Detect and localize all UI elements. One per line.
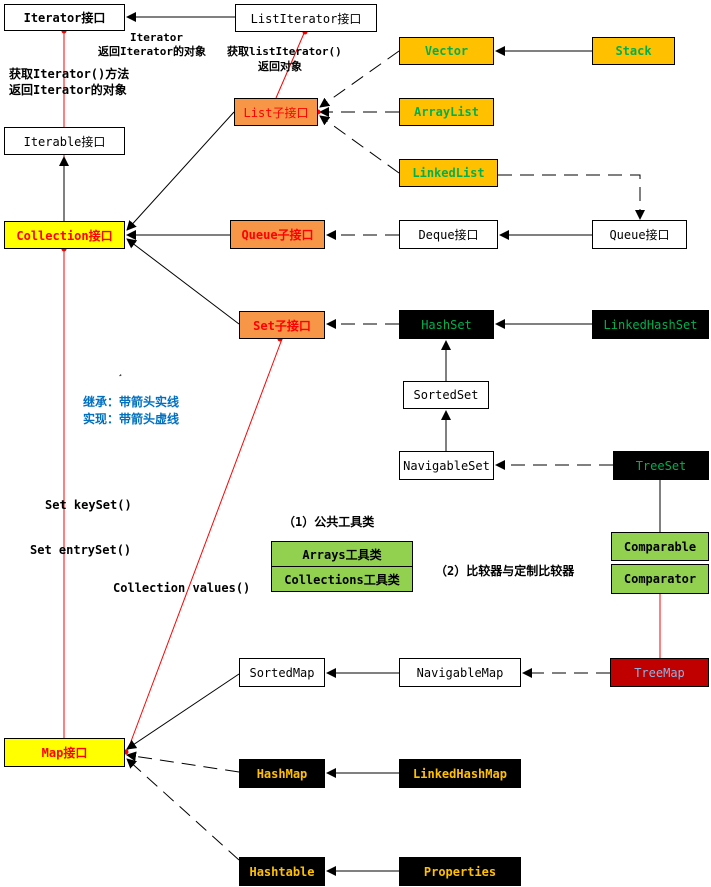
arrow-vector-list bbox=[319, 50, 400, 108]
arrow-linkedlist-list bbox=[319, 115, 400, 174]
sorted-set-interface-node[interactable]: SortedSet bbox=[403, 381, 489, 409]
sorted-map-interface-node[interactable]: SortedMap bbox=[239, 658, 325, 687]
arrow-list-collection bbox=[126, 111, 235, 231]
collections-utility-node[interactable]: Collections工具类 bbox=[271, 566, 413, 592]
set-subinterface-node[interactable]: Set子接口 bbox=[239, 311, 325, 339]
red-link-list-listiterator bbox=[275, 30, 306, 99]
stray-mark: ¸ bbox=[117, 364, 124, 377]
entry-set-method-label: Set entrySet() bbox=[30, 543, 132, 557]
queue-interface-node[interactable]: Queue接口 bbox=[592, 220, 687, 249]
arrow-linkedlist-queue bbox=[498, 174, 645, 220]
values-method-label: Collection values() bbox=[113, 581, 251, 595]
array-list-class-node[interactable]: ArrayList bbox=[399, 98, 494, 126]
list-iterator-interface-node[interactable]: ListIterator接口 bbox=[235, 4, 377, 32]
arrow-sortedmap-map bbox=[126, 673, 240, 750]
linked-hash-set-class-node[interactable]: LinkedHashSet bbox=[592, 310, 709, 339]
arrow-hashtable-map bbox=[126, 758, 240, 861]
list-iterator-return-label: 返回对象 bbox=[258, 60, 302, 73]
properties-class-node[interactable]: Properties bbox=[399, 857, 521, 886]
get-iterator-return-label: 返回Iterator的对象 bbox=[9, 83, 127, 97]
comparator-interface-node[interactable]: Comparator bbox=[611, 564, 709, 594]
navigable-map-interface-node[interactable]: NavigableMap bbox=[399, 658, 521, 687]
collection-interface-node[interactable]: Collection接口 bbox=[4, 221, 125, 249]
arrow-hashmap-map bbox=[126, 751, 240, 773]
iterator-return-label: Iterator bbox=[130, 31, 183, 44]
iterator-return-object-label: 返回Iterator的对象 bbox=[98, 45, 206, 58]
get-iterator-method-label: 获取Iterator()方法 bbox=[9, 67, 130, 81]
vector-class-node[interactable]: Vector bbox=[399, 37, 494, 65]
navigable-set-interface-node[interactable]: NavigableSet bbox=[399, 451, 494, 480]
arrays-utility-node[interactable]: Arrays工具类 bbox=[271, 541, 413, 567]
arrow-setsub-collection bbox=[126, 238, 240, 325]
comparable-interface-node[interactable]: Comparable bbox=[611, 532, 709, 561]
legend-implementation: 实现：带箭头虚线 bbox=[83, 412, 180, 426]
hashtable-class-node[interactable]: Hashtable bbox=[239, 857, 325, 886]
list-iterator-method-label: 获取listIterator() bbox=[227, 45, 342, 58]
red-link-set-map bbox=[126, 338, 283, 753]
linked-hash-map-class-node[interactable]: LinkedHashMap bbox=[399, 759, 521, 788]
iterator-interface-node[interactable]: Iterator接口 bbox=[4, 4, 125, 31]
tree-set-class-node[interactable]: TreeSet bbox=[613, 451, 709, 480]
iterable-interface-node[interactable]: Iterable接口 bbox=[4, 127, 125, 155]
map-interface-node[interactable]: Map接口 bbox=[4, 738, 125, 767]
tree-map-class-node[interactable]: TreeMap bbox=[610, 658, 709, 687]
hash-set-class-node[interactable]: HashSet bbox=[399, 310, 494, 339]
comparator-heading: （2）比较器与定制比较器 bbox=[435, 564, 575, 578]
legend-inheritance: 继承：带箭头实线 bbox=[83, 395, 180, 409]
utility-classes-heading: （1）公共工具类 bbox=[283, 515, 375, 529]
stack-class-node[interactable]: Stack bbox=[592, 37, 675, 65]
hash-map-class-node[interactable]: HashMap bbox=[239, 759, 325, 788]
list-subinterface-node[interactable]: List子接口 bbox=[234, 98, 318, 126]
deque-interface-node[interactable]: Deque接口 bbox=[399, 220, 498, 249]
queue-subinterface-node[interactable]: Queue子接口 bbox=[230, 220, 325, 249]
linked-list-class-node[interactable]: LinkedList bbox=[399, 159, 498, 187]
key-set-method-label: Set keySet() bbox=[45, 498, 132, 512]
